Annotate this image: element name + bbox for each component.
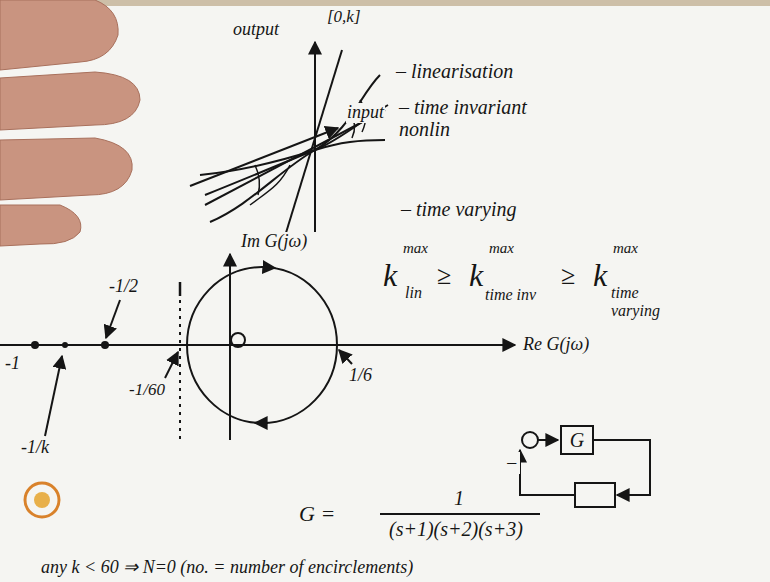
handwritten-label: 1/6 xyxy=(348,366,373,386)
handwritten-label: k xyxy=(382,258,398,293)
handwritten-label: -1/2 xyxy=(108,277,139,297)
handwritten-label: – linearisation xyxy=(395,60,514,82)
handwritten-label: Im G(jω) xyxy=(240,232,308,252)
fraction-bar xyxy=(380,513,540,515)
handwritten-label: – time varying xyxy=(400,198,518,220)
handwritten-label: G = xyxy=(298,502,336,526)
handwritten-label: [0,k] xyxy=(326,8,362,27)
handwritten-label: (s+1)(s+2)(s+3) xyxy=(388,518,524,540)
handwritten-label: – time invariant nonlin xyxy=(398,96,550,140)
handwritten-label: k xyxy=(592,258,608,293)
transfer-block: G xyxy=(560,425,594,455)
handwritten-label: Re G(jω) xyxy=(522,335,590,355)
handwritten-label: k xyxy=(468,258,484,293)
handwritten-label: ≥ xyxy=(436,262,452,291)
handwritten-label: max xyxy=(612,240,639,257)
handwritten-label: − xyxy=(504,452,520,474)
handwritten-label: output xyxy=(232,20,280,40)
handwritten-label: -1/60 xyxy=(128,381,166,400)
handwritten-label: time inv xyxy=(484,286,537,304)
handwritten-label: time varying xyxy=(610,284,672,319)
handwritten-label: 1 xyxy=(453,487,465,509)
handwritten-label: -1 xyxy=(4,354,21,374)
sector-plot xyxy=(190,42,388,236)
handwritten-label: input xyxy=(346,103,385,123)
axis-points xyxy=(31,341,109,349)
handwritten-label: lin xyxy=(404,284,423,302)
handwritten-label: ≥ xyxy=(560,262,576,291)
page-edge xyxy=(0,0,770,6)
handwritten-label: -1/k xyxy=(20,438,50,458)
logo xyxy=(25,483,59,517)
nyquist-plot xyxy=(0,254,515,440)
handwritten-label: max xyxy=(488,240,515,257)
handwritten-label: any k < 60 ⇒ N=0 (no. = number of encirc… xyxy=(40,558,414,578)
block-symbol: G xyxy=(570,430,584,450)
handwritten-label: max xyxy=(402,240,429,257)
hand xyxy=(0,0,140,246)
